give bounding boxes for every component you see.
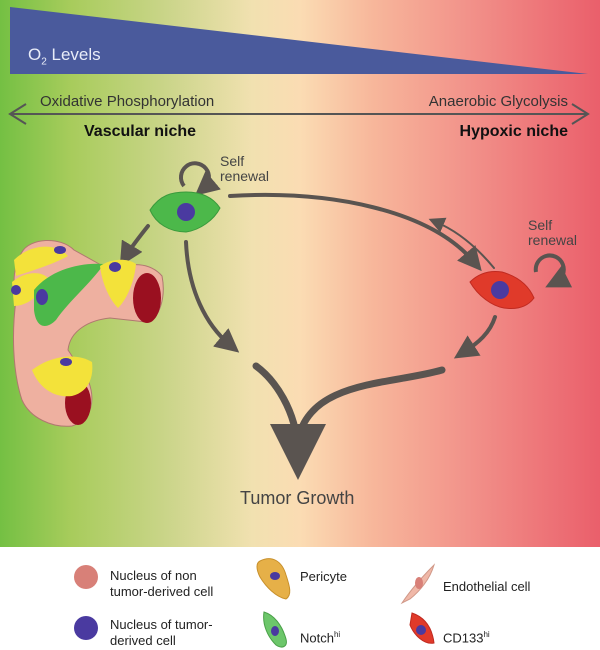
anaerobic-glycolysis-label: Anaerobic Glycolysis bbox=[428, 93, 568, 110]
cd133-hi-cell bbox=[469, 271, 535, 309]
oxidative-phosphorylation-label: Oxidative Phosphorylation bbox=[40, 93, 215, 110]
self-renewal-loop-right-icon bbox=[533, 253, 573, 288]
arrow-cd133-to-notch bbox=[428, 217, 495, 269]
blood-vessel bbox=[11, 239, 164, 427]
tumor-nucleus bbox=[60, 358, 72, 366]
legend-label-line2: tumor-derived cell bbox=[110, 584, 214, 599]
vascular-niche-label: Vascular niche bbox=[84, 123, 197, 140]
self-renewal-right-line2: renewal bbox=[528, 232, 578, 248]
legend-item-endothelial: Endothelial cell bbox=[443, 579, 531, 594]
hypoxic-niche-label: Hypoxic niche bbox=[459, 123, 568, 140]
legend-item-pericyte: Pericyte bbox=[300, 569, 347, 584]
legend-icons bbox=[74, 558, 436, 648]
cd133-hi-icon bbox=[409, 612, 435, 644]
legend: Nucleus of non tumor-derived cell Nucleu… bbox=[0, 547, 600, 650]
o2-levels-label: O2 Levels bbox=[28, 45, 101, 68]
legend-item-cd133-hi: CD133hi bbox=[443, 630, 490, 646]
endothelial-cell-icon bbox=[400, 563, 436, 605]
self-renewal-loop-left-icon bbox=[178, 161, 221, 196]
arrow-notch-to-vessel bbox=[119, 224, 150, 267]
arrow-merge-left bbox=[252, 362, 302, 454]
legend-item-non-tumor-nucleus: Nucleus of non tumor-derived cell bbox=[110, 568, 213, 600]
arrow-cd133-down bbox=[453, 315, 497, 359]
tumor-nucleus bbox=[109, 262, 121, 272]
self-renewal-left-line1: Self bbox=[220, 153, 245, 169]
diagram-background: O2 Levels Oxidative Phosphorylation Anae… bbox=[0, 0, 600, 547]
arrow-notch-down bbox=[184, 240, 240, 353]
arrow-merge-right bbox=[294, 366, 446, 444]
vessel-lumen-top bbox=[133, 273, 161, 323]
self-renewal-left-label: Self renewal bbox=[220, 154, 269, 184]
tumor-nucleus bbox=[177, 203, 195, 221]
tumor-nucleus bbox=[54, 246, 66, 254]
legend-label-line2: derived cell bbox=[110, 633, 176, 648]
notch-hi-icon bbox=[263, 611, 287, 648]
self-renewal-left-line2: renewal bbox=[220, 168, 270, 184]
pericyte-wrap bbox=[32, 356, 93, 397]
metabolism-double-arrow bbox=[8, 103, 590, 125]
pericyte-wrap bbox=[12, 273, 48, 306]
legend-label-line1: Nucleus of tumor- bbox=[110, 617, 213, 632]
self-renewal-right-label: Self renewal bbox=[528, 218, 577, 248]
tumor-nucleus bbox=[36, 289, 48, 305]
notch-hi-cell bbox=[149, 191, 221, 233]
legend-label-line1: Nucleus of non bbox=[110, 568, 197, 583]
tumor-nucleus bbox=[11, 285, 21, 295]
pericyte-icon bbox=[256, 558, 291, 600]
tumor-nucleus-icon bbox=[74, 616, 98, 640]
notch-wrap bbox=[34, 263, 104, 326]
arrow-notch-to-cd133 bbox=[228, 192, 482, 272]
legend-item-tumor-nucleus: Nucleus of tumor- derived cell bbox=[110, 617, 213, 649]
legend-item-notch-hi: Notchhi bbox=[300, 630, 341, 646]
non-tumor-nucleus-icon bbox=[74, 565, 98, 589]
tumor-growth-label: Tumor Growth bbox=[240, 488, 355, 508]
tumor-nucleus bbox=[491, 281, 509, 299]
oxygen-gradient-wedge bbox=[10, 7, 588, 74]
pericyte-wrap bbox=[14, 246, 68, 276]
self-renewal-right-line1: Self bbox=[528, 217, 553, 233]
pericyte-wrap bbox=[100, 259, 136, 308]
diagram-canvas bbox=[8, 7, 590, 480]
